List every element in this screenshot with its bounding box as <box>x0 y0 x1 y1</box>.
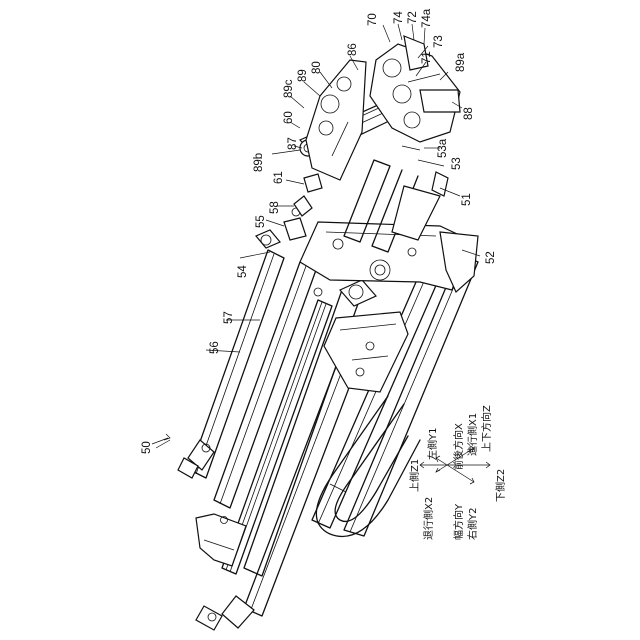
label-left-side: 左側Y1 <box>426 428 439 460</box>
arrow-retreat <box>436 468 440 472</box>
ref-numeral: 89c <box>283 79 295 98</box>
ref-numeral: 70 <box>367 13 379 26</box>
air-fittings <box>178 230 280 478</box>
lower-frame <box>312 250 478 536</box>
label-retreat-side: 退行側X2 <box>422 497 435 540</box>
ref-numeral: 71 <box>421 51 433 64</box>
ref-numeral: 74 <box>393 11 405 24</box>
assembly-label: 50 <box>141 441 153 454</box>
ref-numeral: 73 <box>433 35 445 48</box>
ref-numeral: 57 <box>223 311 235 324</box>
ref-numeral: 86 <box>347 43 359 56</box>
ref-numeral: 74a <box>421 8 433 28</box>
ref-numeral: 89a <box>455 52 467 72</box>
label-front-rear-direction: 前後方向X <box>452 423 465 470</box>
ref-numeral: 51 <box>461 193 473 206</box>
label-width-direction: 幅方向Y <box>452 503 465 540</box>
carriage-block <box>314 280 408 392</box>
label-lower-side: 下側Z2 <box>494 469 507 502</box>
central-plate <box>300 222 478 292</box>
label-upper-side: 上側Z1 <box>408 459 421 492</box>
ref-numeral: 58 <box>269 201 281 214</box>
ref-numeral: 56 <box>209 341 221 354</box>
bent-hose <box>316 396 420 536</box>
ref-numeral: 52 <box>485 251 497 264</box>
direction-legend: 前後方向X 進行側X1 上下方向Z 下側Z2 上側Z1 左側Y1 退行側X2 幅… <box>408 405 507 540</box>
ref-numeral: 72 <box>407 11 419 24</box>
hole-plate <box>306 60 366 180</box>
ref-numeral: 53 <box>451 157 463 170</box>
ref-numeral: 89b <box>253 153 265 172</box>
ref-numeral: 60 <box>283 111 295 124</box>
ref-numeral: 61 <box>273 171 285 184</box>
label-right-side: 右側Y2 <box>466 508 479 540</box>
label-advance-side: 進行側X1 <box>466 413 479 456</box>
label-up-down-direction: 上下方向Z <box>480 405 493 452</box>
ref-numeral: 54 <box>237 265 249 278</box>
assembly-arrow <box>152 438 168 444</box>
ref-numeral: 53a <box>437 138 449 158</box>
ref-numeral: 80 <box>311 61 323 74</box>
head-block <box>370 36 460 142</box>
ref-numeral: 89 <box>297 69 309 82</box>
ref-numeral: 55 <box>255 215 267 228</box>
ref-numeral: 87 <box>287 137 299 150</box>
ref-numeral: 88 <box>463 107 475 120</box>
